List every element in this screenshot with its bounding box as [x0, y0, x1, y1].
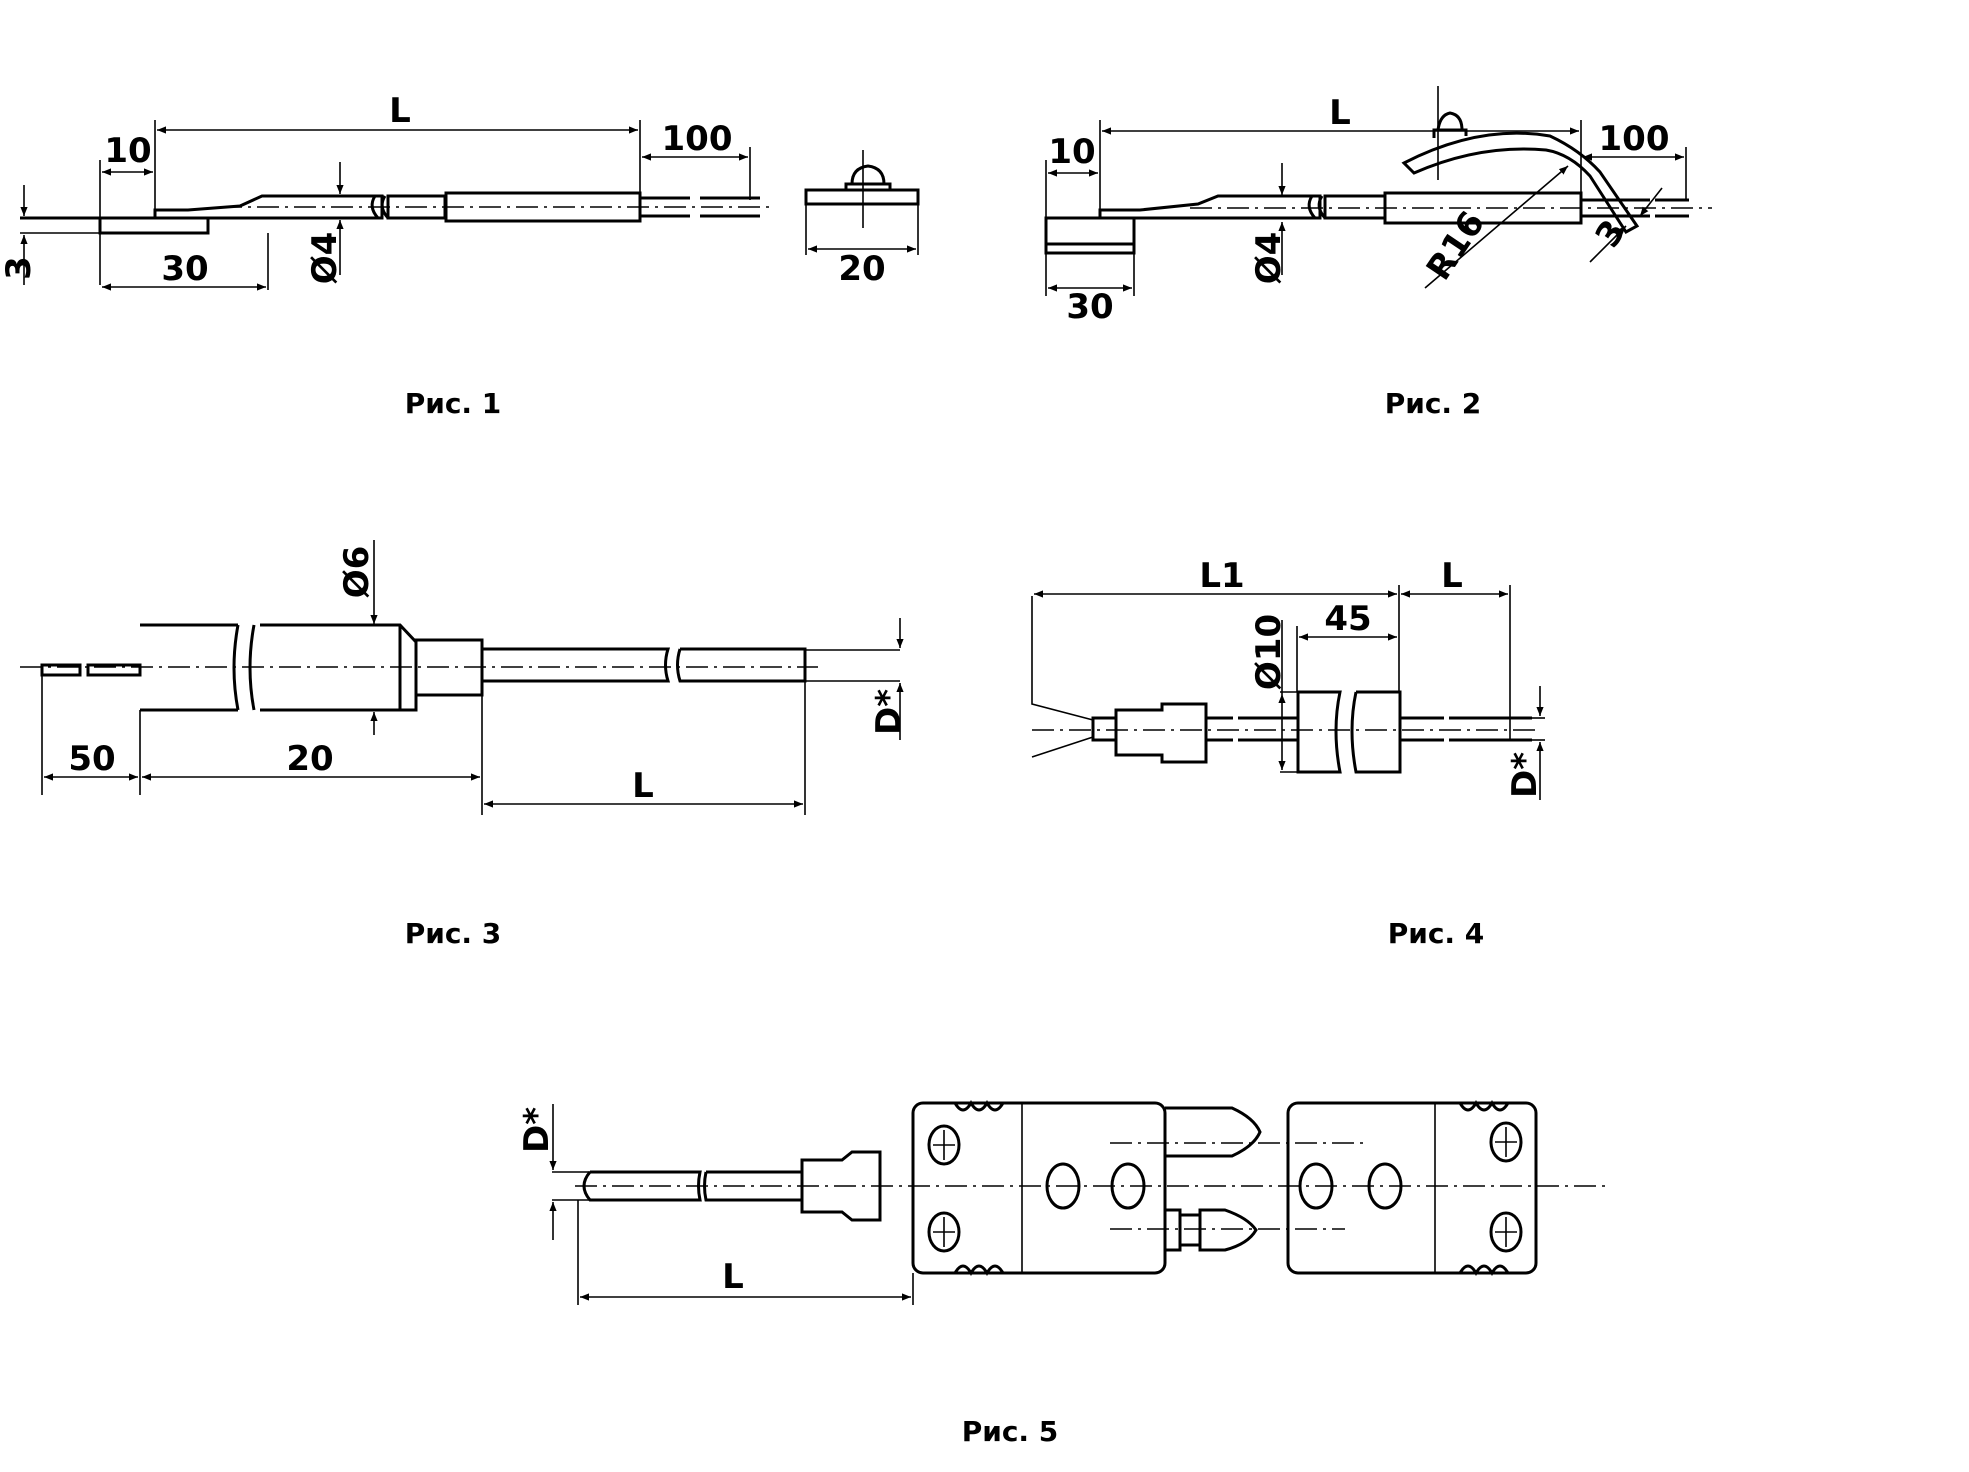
dim-100: 100 — [662, 119, 733, 159]
caption-fig5: Рис. 5 — [962, 1415, 1059, 1448]
plug-male — [911, 1101, 1167, 1275]
dim-d6: Ø6 — [337, 546, 377, 599]
figure-1: L 10 100 3 30 Ø4 20 Рис. 1 — [0, 91, 920, 420]
dim-100: 100 — [1599, 119, 1670, 159]
dim-30: 30 — [1066, 287, 1113, 327]
dim-3: 3 — [1588, 213, 1634, 255]
dim-20: 20 — [838, 249, 885, 289]
dim-10: 10 — [104, 131, 151, 171]
caption-fig3: Рис. 3 — [405, 917, 502, 950]
figure-2: L 10 100 30 Ø4 R16 3 Рис. 2 — [1044, 86, 1712, 420]
dim-d-star: D* — [517, 1107, 557, 1153]
caption-fig1: Рис. 1 — [405, 387, 502, 420]
plate-side-view — [1044, 216, 1136, 255]
dim-3: 3 — [0, 256, 39, 280]
dim-d4: Ø4 — [1249, 232, 1289, 285]
dim-50: 50 — [68, 739, 115, 779]
plate-end-view — [804, 188, 920, 206]
probe-handle — [800, 1150, 882, 1222]
dim-d10: Ø10 — [1249, 614, 1289, 690]
screw-icon — [927, 1211, 961, 1253]
dim-d-star: D* — [1505, 752, 1545, 798]
caption-fig4: Рис. 4 — [1388, 917, 1485, 950]
dim-d-star: D* — [869, 689, 909, 735]
dim-L: L — [1441, 556, 1463, 596]
screw-icon — [927, 1124, 961, 1166]
caption-fig2: Рис. 2 — [1385, 387, 1482, 420]
figure-5: D* L Рис. 5 — [517, 1099, 1605, 1448]
curved-plate — [1401, 131, 1640, 234]
screw-icon — [1489, 1211, 1523, 1253]
dim-L: L — [722, 1257, 744, 1297]
dim-10: 10 — [1048, 132, 1095, 172]
dim-d4: Ø4 — [305, 232, 345, 285]
dim-30: 30 — [161, 249, 208, 289]
dim-L: L — [389, 91, 411, 131]
dim-r16: R16 — [1419, 204, 1493, 287]
plate-side-view — [98, 216, 210, 235]
dim-L: L — [1329, 93, 1351, 133]
dim-L: L — [632, 766, 654, 806]
dim-20: 20 — [286, 739, 333, 779]
figure-3: Ø6 D* 50 20 L Рис. 3 — [20, 540, 909, 950]
dim-L1: L1 — [1199, 556, 1244, 596]
screw-icon — [1489, 1121, 1523, 1163]
sheath-tapered — [153, 194, 384, 220]
transition-sleeve — [1114, 702, 1208, 764]
dim-45: 45 — [1324, 599, 1371, 639]
plug-female — [1286, 1101, 1538, 1275]
figure-4: L1 L 45 Ø10 D* Рис. 4 — [1031, 556, 1545, 950]
probe-tube — [582, 1170, 702, 1202]
sleeve-d10 — [1296, 690, 1342, 774]
